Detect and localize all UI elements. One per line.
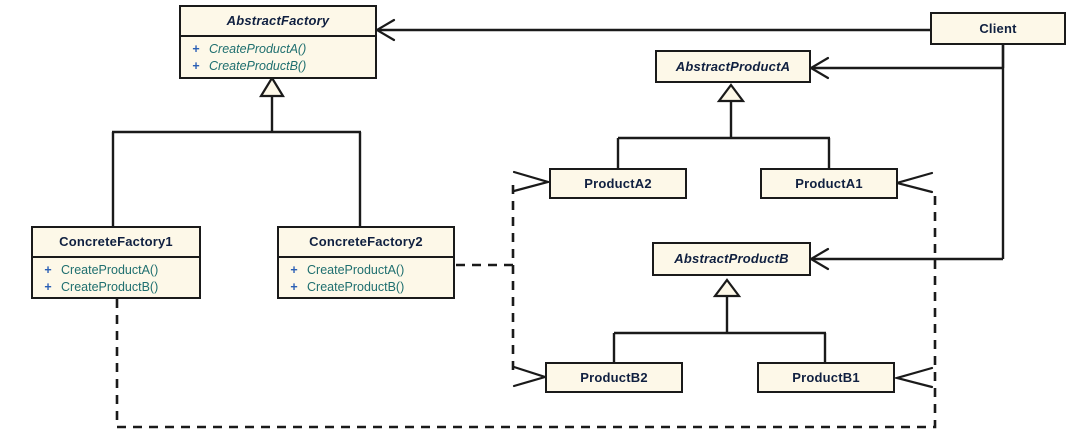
arrowhead-to-abstract-factory xyxy=(374,18,396,42)
dependency-cf2-to-products xyxy=(456,178,515,373)
arrowhead-to-abstract-product-b xyxy=(808,247,830,271)
class-name-product-b1: ProductB1 xyxy=(792,369,860,385)
class-name-concrete-factory-1: ConcreteFactory1 xyxy=(59,234,173,249)
operation-signature: CreateProductB() xyxy=(307,280,405,294)
visibility-marker: + xyxy=(44,263,52,277)
operation-signature: CreateProductB() xyxy=(61,280,159,294)
visibility-marker: + xyxy=(192,42,200,56)
class-box-abstract-factory[interactable]: AbstractFactory + CreateProductA() + Cre… xyxy=(179,5,377,79)
operation-signature: CreateProductA() xyxy=(307,263,405,277)
operation-signature: CreateProductB() xyxy=(209,59,307,73)
class-box-product-a1[interactable]: ProductA1 xyxy=(760,168,898,199)
arrowhead-dep-to-product-b2 xyxy=(512,365,549,388)
visibility-marker: + xyxy=(290,263,298,277)
class-name-concrete-factory-2: ConcreteFactory2 xyxy=(309,234,423,249)
class-name-product-a2: ProductA2 xyxy=(584,175,652,191)
class-box-product-b2[interactable]: ProductB2 xyxy=(545,362,683,393)
operation-row: + CreateProductB() xyxy=(183,58,373,75)
operations-compartment-concrete-factory-2: + CreateProductA() + CreateProductB() xyxy=(279,256,453,301)
class-box-concrete-factory-1[interactable]: ConcreteFactory1 + CreateProductA() + Cr… xyxy=(31,226,201,299)
operation-row: + CreateProductA() xyxy=(35,262,197,279)
class-name-abstract-factory: AbstractFactory xyxy=(226,13,330,28)
operation-row: + CreateProductA() xyxy=(281,262,451,279)
class-box-concrete-factory-2[interactable]: ConcreteFactory2 + CreateProductA() + Cr… xyxy=(277,226,455,299)
arrowhead-to-abstract-product-a xyxy=(808,56,830,80)
class-box-abstract-product-b[interactable]: AbstractProductB xyxy=(652,242,811,276)
visibility-marker: + xyxy=(192,59,200,73)
operation-row: + CreateProductA() xyxy=(183,41,373,58)
operations-compartment-abstract-factory: + CreateProductA() + CreateProductB() xyxy=(181,35,375,80)
operations-compartment-concrete-factory-1: + CreateProductA() + CreateProductB() xyxy=(33,256,199,301)
arrowhead-dep-to-product-a2 xyxy=(512,170,553,193)
class-name-product-b2: ProductB2 xyxy=(580,369,648,385)
class-name-abstract-product-b: AbstractProductB xyxy=(674,251,789,266)
arrowhead-dep-to-product-b1 xyxy=(892,366,934,389)
generalization-triangle-abstract-product-a xyxy=(716,83,746,103)
class-box-client[interactable]: Client xyxy=(930,12,1066,45)
class-box-product-a2[interactable]: ProductA2 xyxy=(549,168,687,199)
class-name-abstract-product-a: AbstractProductA xyxy=(675,58,791,74)
visibility-marker: + xyxy=(44,280,52,294)
operation-signature: CreateProductA() xyxy=(209,42,307,56)
class-name-product-a1: ProductA1 xyxy=(795,175,863,191)
arrowhead-dep-to-product-a1 xyxy=(892,171,934,194)
class-box-abstract-product-a[interactable]: AbstractProductA xyxy=(655,50,811,83)
generalization-triangle-abstract-product-b xyxy=(712,278,742,298)
generalization-triangle-abstract-factory xyxy=(259,75,285,98)
operation-row: + CreateProductB() xyxy=(35,279,197,296)
visibility-marker: + xyxy=(290,280,298,294)
operation-row: + CreateProductB() xyxy=(281,279,451,296)
operation-signature: CreateProductA() xyxy=(61,263,159,277)
class-box-product-b1[interactable]: ProductB1 xyxy=(757,362,895,393)
class-name-client: Client xyxy=(979,20,1017,36)
